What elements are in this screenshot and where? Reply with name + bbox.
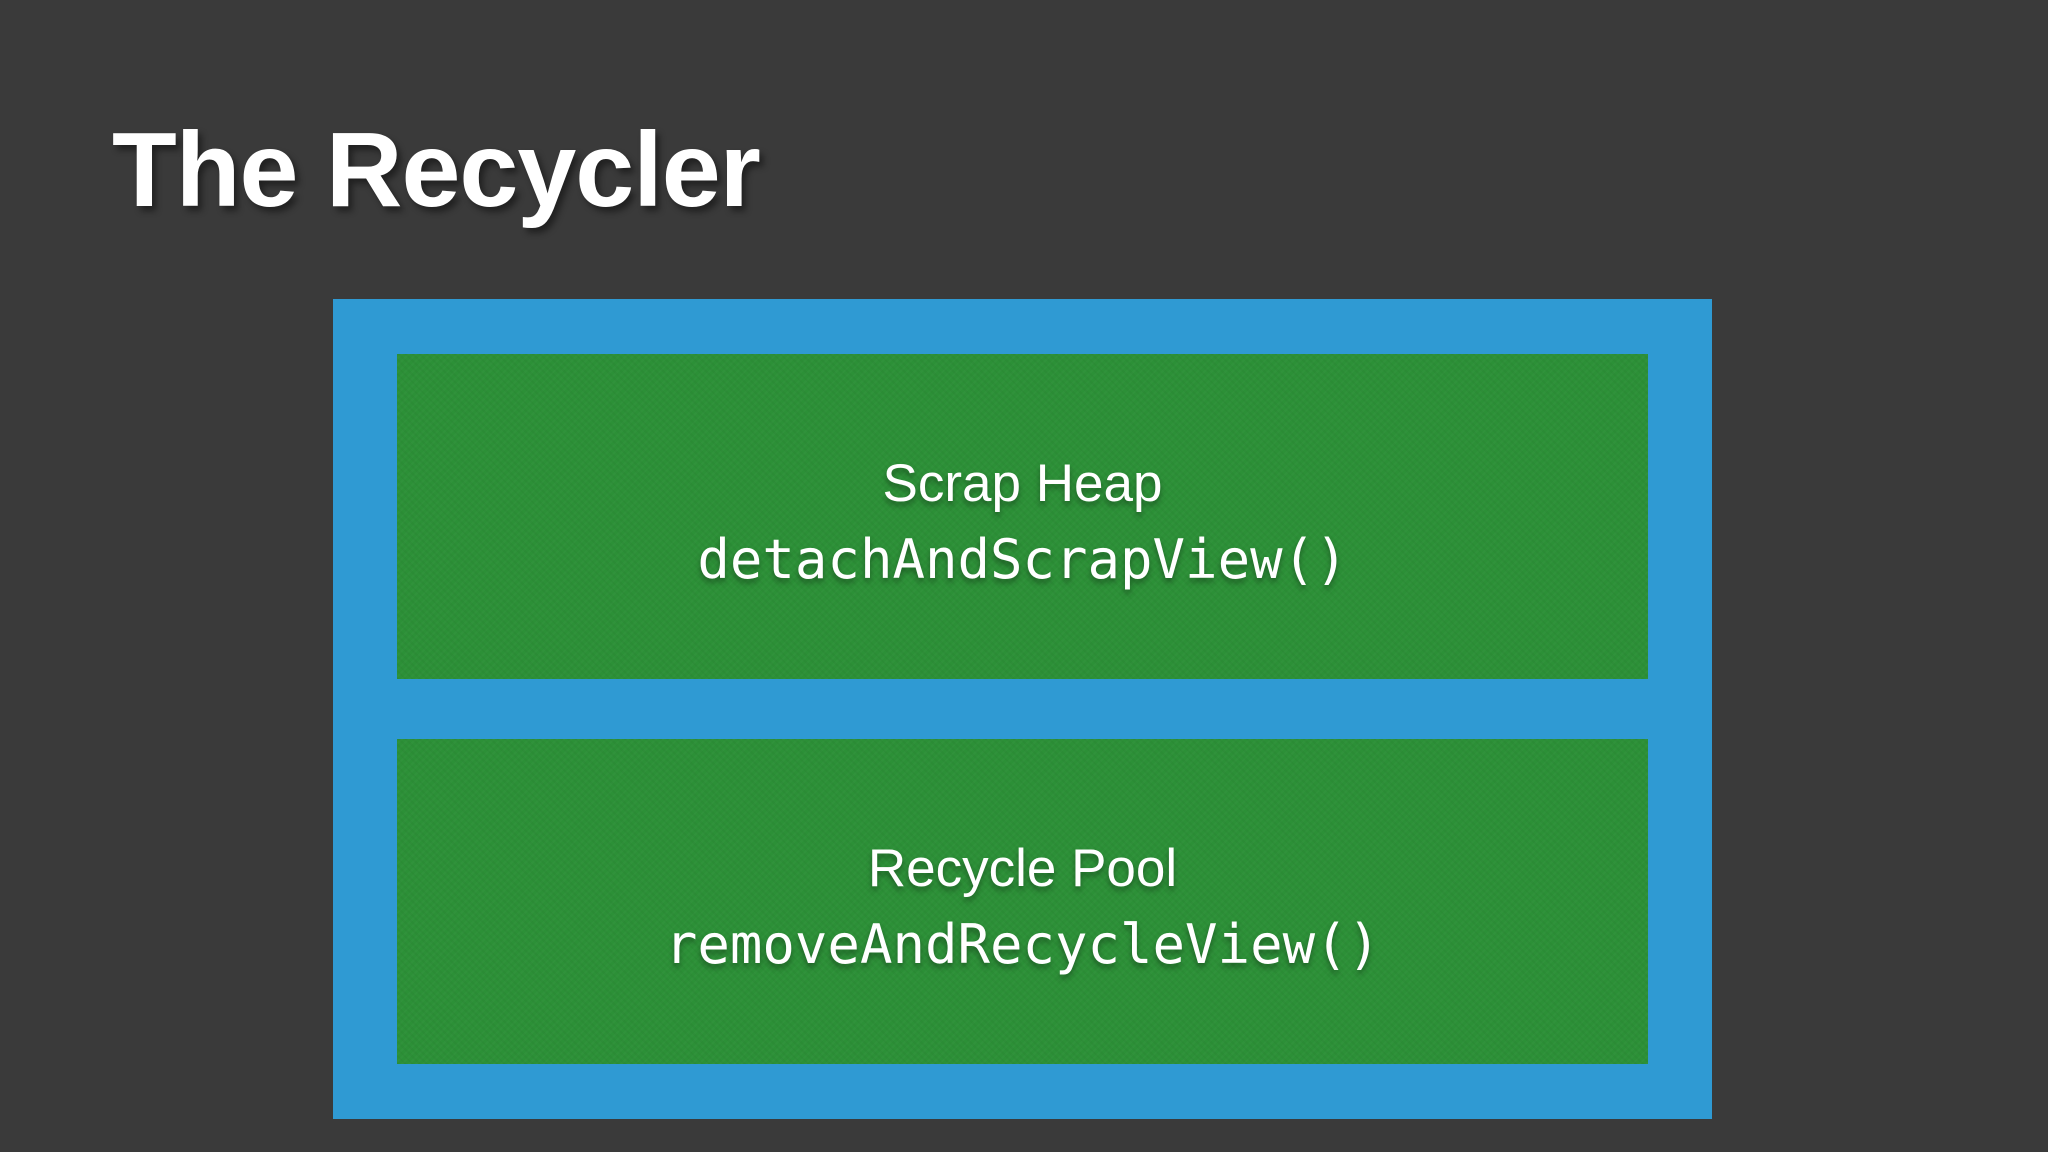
stage-recycle-pool-label: Recycle Pool (867, 839, 1178, 899)
slide-title: The Recycler (112, 111, 761, 229)
stage-recycle-pool-method: removeAndRecycleView() (664, 912, 1381, 976)
stage-scrap-heap-method: detachAndScrapView() (697, 527, 1348, 591)
stage-scrap-heap-label: Scrap Heap (882, 454, 1163, 514)
stage-scrap-heap: Scrap Heap detachAndScrapView() (397, 354, 1648, 679)
stage-recycle-pool: Recycle Pool removeAndRecycleView() (397, 739, 1648, 1064)
recycler-container: Scrap Heap detachAndScrapView() Recycle … (333, 299, 1712, 1119)
